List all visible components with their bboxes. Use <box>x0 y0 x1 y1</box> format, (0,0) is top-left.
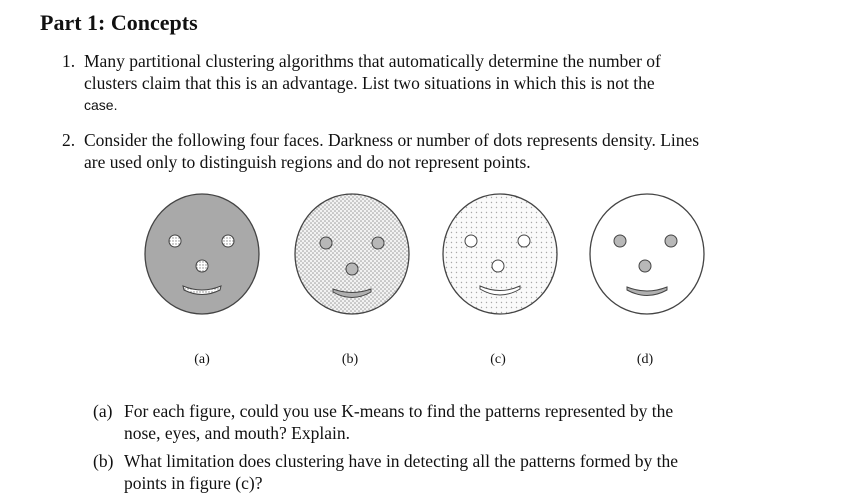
question-number: 2. <box>62 130 76 150</box>
question-line: are used only to distinguish regions and… <box>84 152 531 172</box>
subquestion-line: For each figure, could you use K-means t… <box>124 401 674 421</box>
face-d <box>589 193 705 315</box>
subquestion-label: (a) <box>93 401 113 421</box>
subquestion-line: nose, eyes, and mouth? Explain. <box>124 423 350 443</box>
subquestion-label: (b) <box>93 451 114 471</box>
question-line: case. <box>84 97 118 113</box>
face-c <box>442 193 558 315</box>
face-label-c: (c) <box>490 352 506 367</box>
face-label-a: (a) <box>194 352 210 367</box>
question-text: Consider the following four faces. Darkn… <box>84 129 782 173</box>
face-label-b: (b) <box>341 352 359 367</box>
question-line: clusters claim that this is an advantage… <box>84 73 655 93</box>
subquestion-line: What limitation does clustering have in … <box>124 451 679 471</box>
question-1: 1. Many partitional clustering algorithm… <box>62 50 782 116</box>
subquestion-a: (a) For each figure, could you use K-mea… <box>93 400 793 444</box>
face-b <box>294 193 410 315</box>
face-label-d: (d) <box>636 352 654 367</box>
face-a <box>144 193 260 315</box>
question-number: 1. <box>62 51 76 71</box>
question-line: Many partitional clustering algorithms t… <box>84 51 661 71</box>
question-line: Consider the following four faces. Darkn… <box>84 130 700 150</box>
subquestion-b: (b) What limitation does clustering have… <box>93 450 793 494</box>
faces-figure <box>144 193 705 315</box>
question-text: Many partitional clustering algorithms t… <box>84 50 782 116</box>
question-2: 2. Consider the following four faces. Da… <box>62 129 782 173</box>
subquestion-line: points in figure (c)? <box>124 473 263 493</box>
section-heading: Part 1: Concepts <box>40 10 198 35</box>
